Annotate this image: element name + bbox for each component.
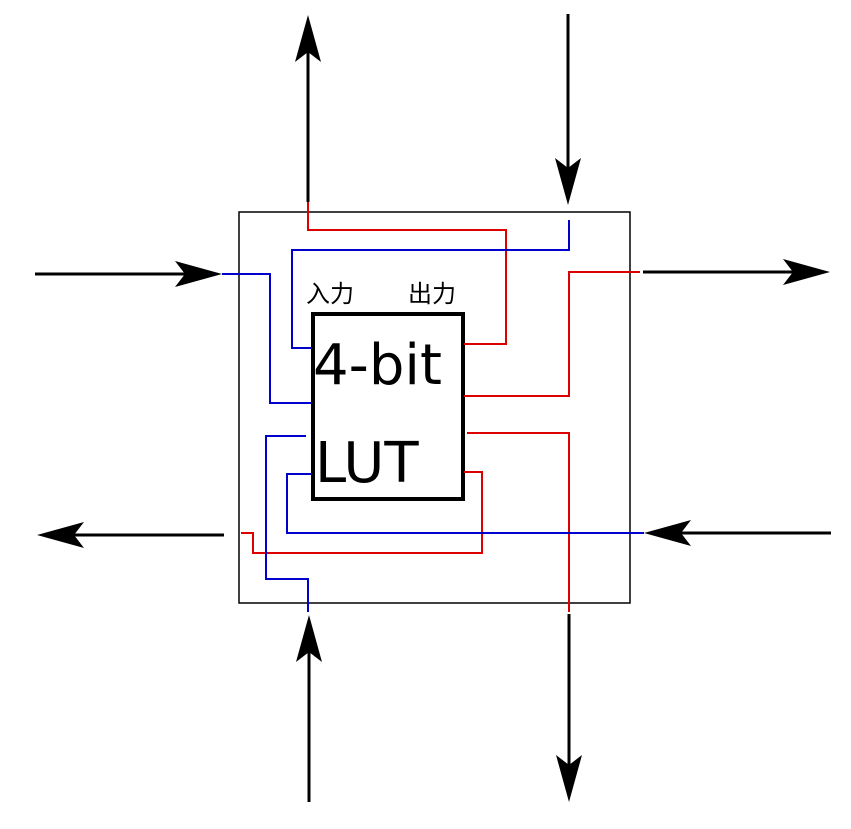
output-label: 出力 — [408, 280, 456, 308]
output-wire-top — [307, 202, 507, 345]
output-wire-bottom — [467, 432, 570, 612]
input-wire-top — [291, 220, 570, 349]
arrow-bottom-in — [296, 615, 322, 802]
arrow-right-out — [643, 259, 830, 285]
lut-label-line2: LUT — [315, 431, 419, 496]
arrow-left-out — [37, 522, 224, 548]
input-wire-left — [222, 273, 312, 404]
lut-box — [311, 312, 465, 501]
input-wire-right — [286, 473, 644, 534]
arrow-bottom-out — [556, 614, 582, 802]
lut-label-line1: 4-bit — [313, 333, 442, 398]
arrow-left-in — [35, 261, 222, 287]
output-wire-right — [464, 271, 640, 397]
output-wire-left — [241, 471, 483, 554]
input-wire-bottom — [265, 435, 309, 612]
arrow-top-out — [295, 15, 321, 202]
arrow-top-in — [555, 14, 581, 205]
input-label: 入力 — [306, 280, 354, 308]
arrow-right-in — [644, 520, 831, 546]
routing-block — [238, 211, 631, 604]
